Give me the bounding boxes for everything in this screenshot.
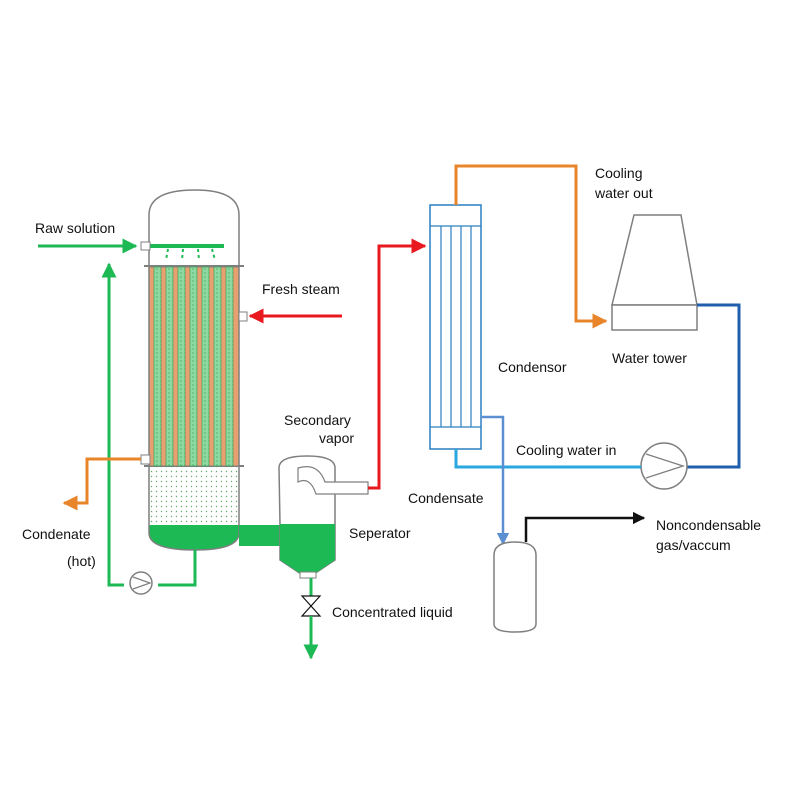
evaporator bbox=[144, 189, 244, 551]
secondary-vapor-line bbox=[368, 238, 427, 490]
evaporator-tubes bbox=[153, 266, 234, 467]
evaporator-top-dome bbox=[148, 189, 240, 266]
water-tower bbox=[611, 214, 698, 331]
feed-lines bbox=[38, 238, 197, 587]
condensate-hot-line bbox=[62, 457, 141, 511]
label-seperator: Seperator bbox=[349, 525, 411, 541]
label-raw-solution: Raw solution bbox=[35, 220, 115, 236]
cooling-water-out-line bbox=[454, 164, 608, 329]
steam-nozzle bbox=[238, 311, 248, 322]
feed-nozzle bbox=[140, 241, 151, 251]
label-fresh-steam: Fresh steam bbox=[262, 281, 340, 297]
separator-liquid bbox=[280, 524, 335, 576]
label-hot: (hot) bbox=[67, 553, 96, 569]
separator-vapor-pipe bbox=[297, 466, 369, 495]
evaporator-bottom-liquid bbox=[149, 525, 239, 550]
label-secondary: Secondary bbox=[284, 412, 351, 428]
condenser-shell bbox=[429, 204, 482, 450]
label-noncond-2: gas/vaccum bbox=[656, 537, 731, 553]
pump-icon bbox=[129, 571, 153, 595]
condenser bbox=[429, 204, 482, 450]
label-concentrated-liquid: Concentrated liquid bbox=[332, 604, 453, 620]
label-cooling-in: Cooling water in bbox=[516, 442, 616, 458]
label-condensate: Condensate bbox=[408, 490, 484, 506]
water-tower-body bbox=[611, 214, 698, 306]
valve-icon bbox=[300, 595, 322, 617]
separator bbox=[278, 455, 369, 579]
cooling-water-return-line bbox=[687, 303, 741, 469]
label-noncond-1: Noncondensable bbox=[656, 517, 761, 533]
condensate-line bbox=[481, 415, 510, 546]
separator-outlet bbox=[299, 571, 317, 579]
evaporator-separator-pipe bbox=[239, 525, 283, 546]
label-condenate: Condenate bbox=[22, 526, 91, 542]
vapor-liquid-zone bbox=[149, 467, 239, 525]
cooling-pump-icon bbox=[640, 442, 688, 490]
label-water-tower: Water tower bbox=[612, 350, 687, 366]
label-cooling-out-2: water out bbox=[594, 185, 653, 201]
labels: Raw solution Fresh steam Condenate (hot)… bbox=[22, 165, 761, 620]
receiver-tank bbox=[493, 541, 537, 633]
label-vapor: vapor bbox=[319, 430, 354, 446]
condensate-nozzle bbox=[140, 454, 151, 465]
spray-droplets bbox=[165, 248, 216, 261]
noncondensable-line bbox=[524, 511, 646, 542]
recirculation-line bbox=[158, 550, 197, 587]
water-tower-basin bbox=[611, 304, 698, 331]
cooling-water-in-line bbox=[454, 449, 641, 469]
label-condensor: Condensor bbox=[498, 359, 567, 375]
label-cooling-out-1: Cooling bbox=[595, 165, 642, 181]
